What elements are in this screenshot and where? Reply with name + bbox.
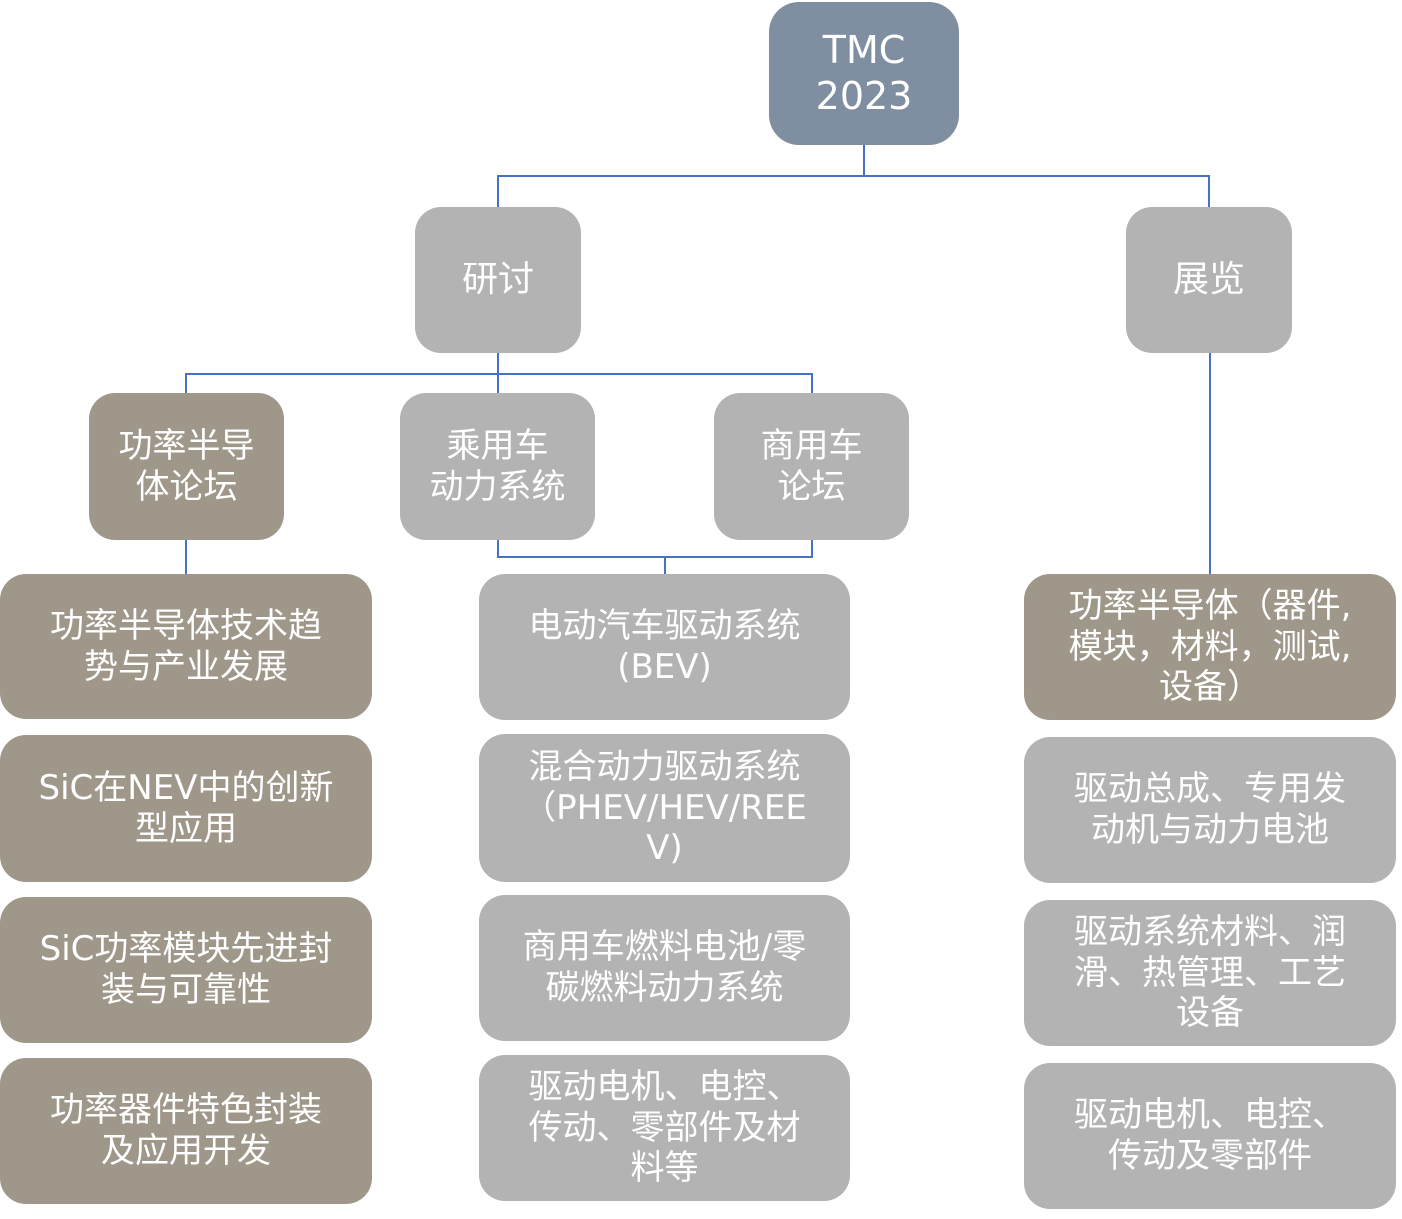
forum-label: 商用车 论坛	[760, 425, 863, 507]
topic-label: 电动汽车驱动系统 (BEV)	[528, 606, 801, 687]
topic-semiconductor-2[interactable]: SiC在NEV中的创新 型应用	[0, 735, 372, 882]
connector-to-forum-3	[811, 373, 813, 395]
forum-label: 乘用车 动力系统	[429, 425, 566, 507]
exhibition-node[interactable]: 展览	[1126, 207, 1292, 353]
connector-to-forum-1	[185, 373, 187, 395]
connector-forum3-down	[811, 539, 813, 557]
topic-label: 驱动总成、专用发 动机与动力电池	[1074, 769, 1346, 850]
connector-level1-bar	[497, 175, 1210, 177]
forum-passenger-vehicle[interactable]: 乘用车 动力系统	[400, 393, 595, 540]
topic-vehicle-4[interactable]: 驱动电机、电控、 传动、零部件及材 料等	[479, 1055, 850, 1201]
topic-exhibition-3[interactable]: 驱动系统材料、润 滑、热管理、工艺 设备	[1024, 900, 1396, 1046]
forum-label: 功率半导 体论坛	[118, 425, 255, 507]
topic-exhibition-4[interactable]: 驱动电机、电控、 传动及零部件	[1024, 1063, 1396, 1209]
exhibition-label: 展览	[1172, 259, 1245, 301]
connector-forum-bar	[185, 373, 812, 375]
topic-semiconductor-3[interactable]: SiC功率模块先进封 装与可靠性	[0, 897, 372, 1043]
topic-label: 驱动电机、电控、 传动及零部件	[1074, 1095, 1346, 1176]
topic-vehicle-3[interactable]: 商用车燃料电池/零 碳燃料动力系统	[479, 895, 850, 1041]
topic-vehicle-1[interactable]: 电动汽车驱动系统 (BEV)	[479, 574, 850, 720]
connector-forum2-down	[497, 539, 499, 557]
topic-label: 功率器件特色封装 及应用开发	[50, 1090, 322, 1171]
seminar-label: 研讨	[461, 259, 534, 301]
seminar-node[interactable]: 研讨	[415, 207, 581, 353]
topic-label: 功率半导体（器件, 模块，材料，测试, 设备）	[1068, 585, 1352, 708]
connector-forum1-down	[185, 539, 187, 575]
topic-label: 驱动电机、电控、 传动、零部件及材 料等	[528, 1066, 801, 1189]
topic-semiconductor-4[interactable]: 功率器件特色封装 及应用开发	[0, 1058, 372, 1204]
topic-vehicle-2[interactable]: 混合动力驱动系统 （PHEV/HEV/REE V)	[479, 734, 850, 882]
connector-to-vehicle-topics	[664, 556, 666, 576]
forum-commercial-vehicle[interactable]: 商用车 论坛	[714, 393, 909, 540]
topic-label: SiC功率模块先进封 装与可靠性	[39, 929, 333, 1010]
topic-label: 驱动系统材料、润 滑、热管理、工艺 设备	[1074, 911, 1346, 1034]
forum-power-semiconductor[interactable]: 功率半导 体论坛	[89, 393, 284, 540]
topic-semiconductor-1[interactable]: 功率半导体技术趋 势与产业发展	[0, 574, 372, 719]
connector-forum23-bar	[497, 556, 813, 558]
root-node[interactable]: TMC 2023	[769, 2, 959, 145]
topic-label: 功率半导体技术趋 势与产业发展	[50, 605, 322, 687]
connector-root-down	[863, 144, 865, 176]
topic-label: 商用车燃料电池/零 碳燃料动力系统	[522, 927, 807, 1008]
connector-to-exhibition	[1208, 175, 1210, 207]
topic-exhibition-1[interactable]: 功率半导体（器件, 模块，材料，测试, 设备）	[1024, 574, 1396, 720]
topic-label: SiC在NEV中的创新 型应用	[38, 767, 334, 849]
topic-exhibition-2[interactable]: 驱动总成、专用发 动机与动力电池	[1024, 737, 1396, 883]
root-label: TMC 2023	[815, 27, 913, 118]
topic-label: 混合动力驱动系统 （PHEV/HEV/REE V)	[522, 746, 807, 869]
connector-to-seminar	[497, 175, 499, 207]
connector-exhibition-down	[1209, 351, 1211, 575]
